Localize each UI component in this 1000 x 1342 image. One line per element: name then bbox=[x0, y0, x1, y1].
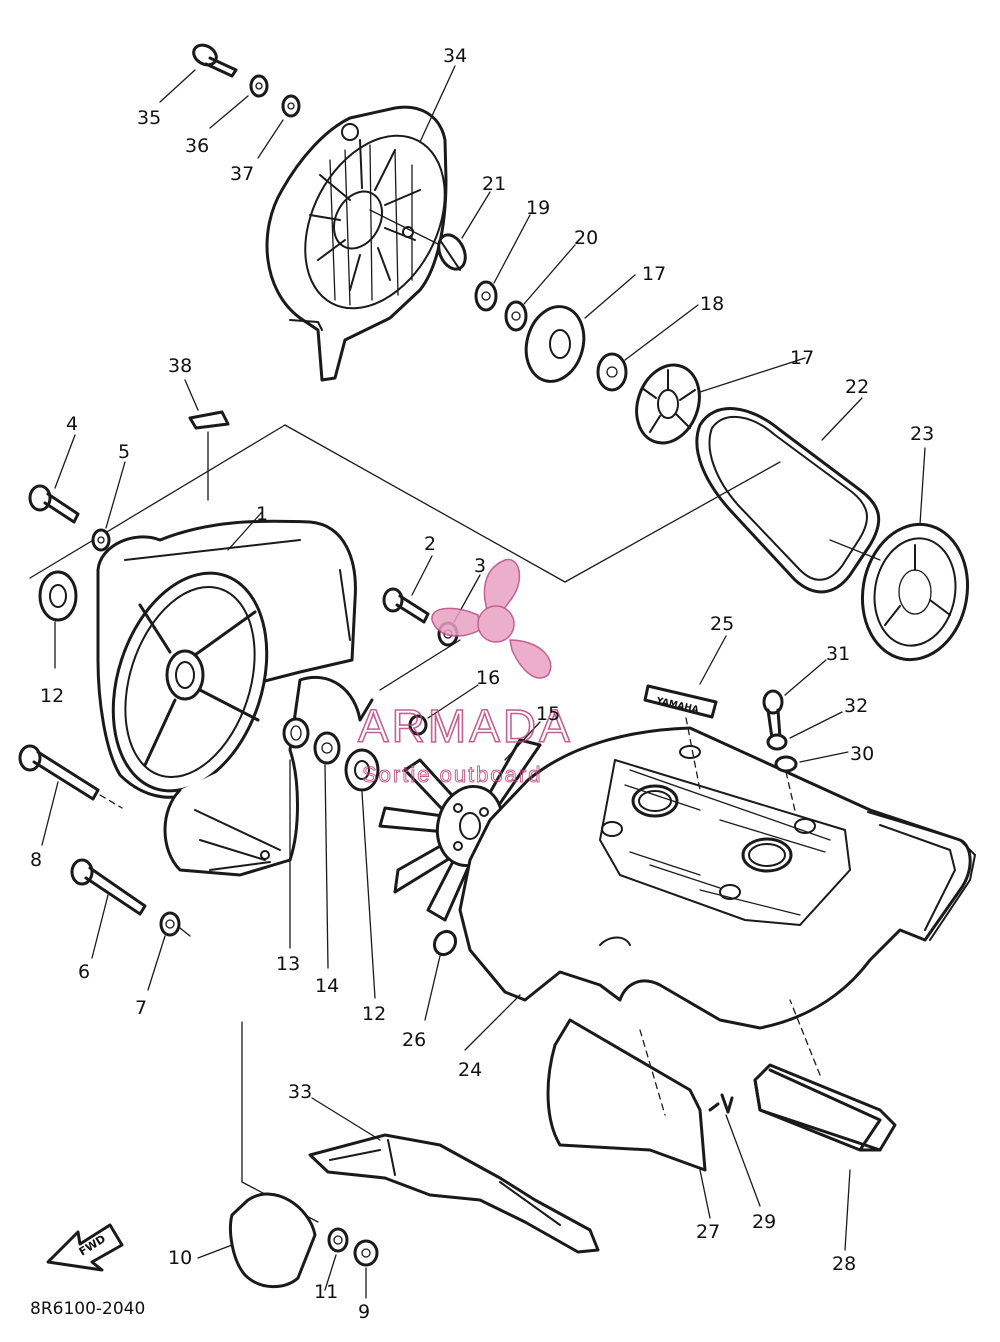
callout-label: 26 bbox=[402, 1029, 426, 1051]
callout-label: 14 bbox=[315, 975, 339, 997]
callout-label: 29 bbox=[752, 1211, 776, 1233]
part-7-washer bbox=[147, 911, 191, 991]
watermark-title: ARMADA bbox=[358, 700, 573, 752]
catalog-code: 8R6100-2040 bbox=[30, 1299, 145, 1319]
callout-label: 19 bbox=[526, 197, 550, 219]
callout-label: 5 bbox=[118, 441, 130, 463]
part-10-cover-plate bbox=[197, 1192, 317, 1289]
callout-label: 21 bbox=[482, 173, 506, 195]
part-17-pulley-half-b bbox=[635, 357, 806, 445]
callout-label: 4 bbox=[66, 413, 78, 435]
callout-label: 8 bbox=[30, 849, 42, 871]
callout-label: 12 bbox=[40, 685, 64, 707]
callout-label: 34 bbox=[443, 45, 467, 67]
callout-label: 31 bbox=[826, 643, 850, 665]
callout-label: 37 bbox=[230, 163, 254, 185]
part-28-air-duct bbox=[753, 999, 897, 1251]
callout-label: 35 bbox=[137, 107, 161, 129]
part-27-duct bbox=[546, 1018, 711, 1219]
part-22-drive-belt bbox=[695, 397, 881, 594]
callout-label: 11 bbox=[314, 1281, 338, 1303]
part-23-pulley bbox=[860, 447, 970, 662]
callout-label: 36 bbox=[185, 135, 209, 157]
part-19-washer bbox=[474, 214, 531, 312]
part-38-clip bbox=[184, 379, 230, 501]
part-14-washer bbox=[313, 731, 341, 969]
part-17-pulley-half-a bbox=[524, 274, 636, 383]
part-2-bolt bbox=[382, 555, 433, 624]
callout-label: 18 bbox=[700, 293, 724, 315]
armada-watermark: ARMADA Sortie outboard bbox=[357, 558, 573, 788]
part-30-washer bbox=[774, 751, 849, 816]
part-4-bolt bbox=[28, 434, 80, 524]
part-20-shim bbox=[504, 244, 576, 332]
part-5-washer bbox=[91, 461, 126, 552]
callout-label: 24 bbox=[458, 1059, 482, 1081]
callout-label: 10 bbox=[168, 1247, 192, 1269]
part-36-nut bbox=[209, 74, 269, 129]
part-6-bolt bbox=[70, 858, 147, 959]
propeller-logo-icon bbox=[431, 558, 552, 679]
callout-label: 13 bbox=[276, 953, 300, 975]
part-29-clip bbox=[708, 1093, 761, 1207]
callout-label: 17 bbox=[790, 347, 814, 369]
part-31-bolt bbox=[762, 659, 827, 740]
callout-label: 2 bbox=[424, 533, 436, 555]
part-37-washer bbox=[257, 94, 301, 159]
part-9-nut bbox=[353, 1239, 379, 1299]
part-21-collar bbox=[437, 191, 491, 271]
callout-label: 33 bbox=[288, 1081, 312, 1103]
callout-label: 1 bbox=[256, 503, 268, 525]
part-12-bearing-center bbox=[344, 748, 380, 999]
callout-label: 38 bbox=[168, 355, 192, 377]
callout-label: 15 bbox=[536, 703, 560, 725]
part-26-grommet bbox=[424, 929, 458, 1021]
part-8-bolt bbox=[18, 744, 123, 846]
callout-label: 3 bbox=[474, 555, 486, 577]
callout-label: 22 bbox=[845, 376, 869, 398]
callout-label: 32 bbox=[844, 695, 868, 717]
part-34-fan-cover bbox=[265, 105, 448, 382]
part-1-fan-housing bbox=[96, 511, 374, 877]
alignment-lines bbox=[29, 424, 881, 1223]
part-13-circlip bbox=[282, 717, 310, 949]
callout-labels: 34 35 36 37 21 19 20 17 18 17 22 23 38 4… bbox=[30, 45, 934, 1323]
part-12-bearing-left bbox=[38, 570, 78, 669]
watermark-subtitle: Sortie outboard bbox=[362, 762, 542, 787]
fwd-arrow-icon: FWD bbox=[46, 1223, 124, 1272]
callout-label: 9 bbox=[358, 1301, 370, 1323]
part-16-grommet bbox=[408, 684, 479, 736]
leader-34 bbox=[419, 65, 456, 143]
callout-label: 27 bbox=[696, 1221, 720, 1243]
part-35-bolt bbox=[159, 43, 238, 103]
callout-label: 12 bbox=[362, 1003, 386, 1025]
callout-label: 25 bbox=[710, 613, 734, 635]
callout-label: 28 bbox=[832, 1253, 856, 1275]
callout-label: 30 bbox=[850, 743, 874, 765]
part-33-bracket bbox=[308, 1097, 600, 1254]
callout-label: 6 bbox=[78, 961, 90, 983]
callout-label: 20 bbox=[574, 227, 598, 249]
part-32-washer bbox=[766, 711, 843, 751]
callout-label: 16 bbox=[476, 667, 500, 689]
callout-label: 23 bbox=[910, 423, 934, 445]
part-24-shroud bbox=[458, 726, 976, 1051]
part-11-nut bbox=[324, 1227, 349, 1291]
callout-label: 7 bbox=[135, 997, 147, 1019]
callout-label: 17 bbox=[642, 263, 666, 285]
part-18-spacer bbox=[596, 304, 699, 392]
